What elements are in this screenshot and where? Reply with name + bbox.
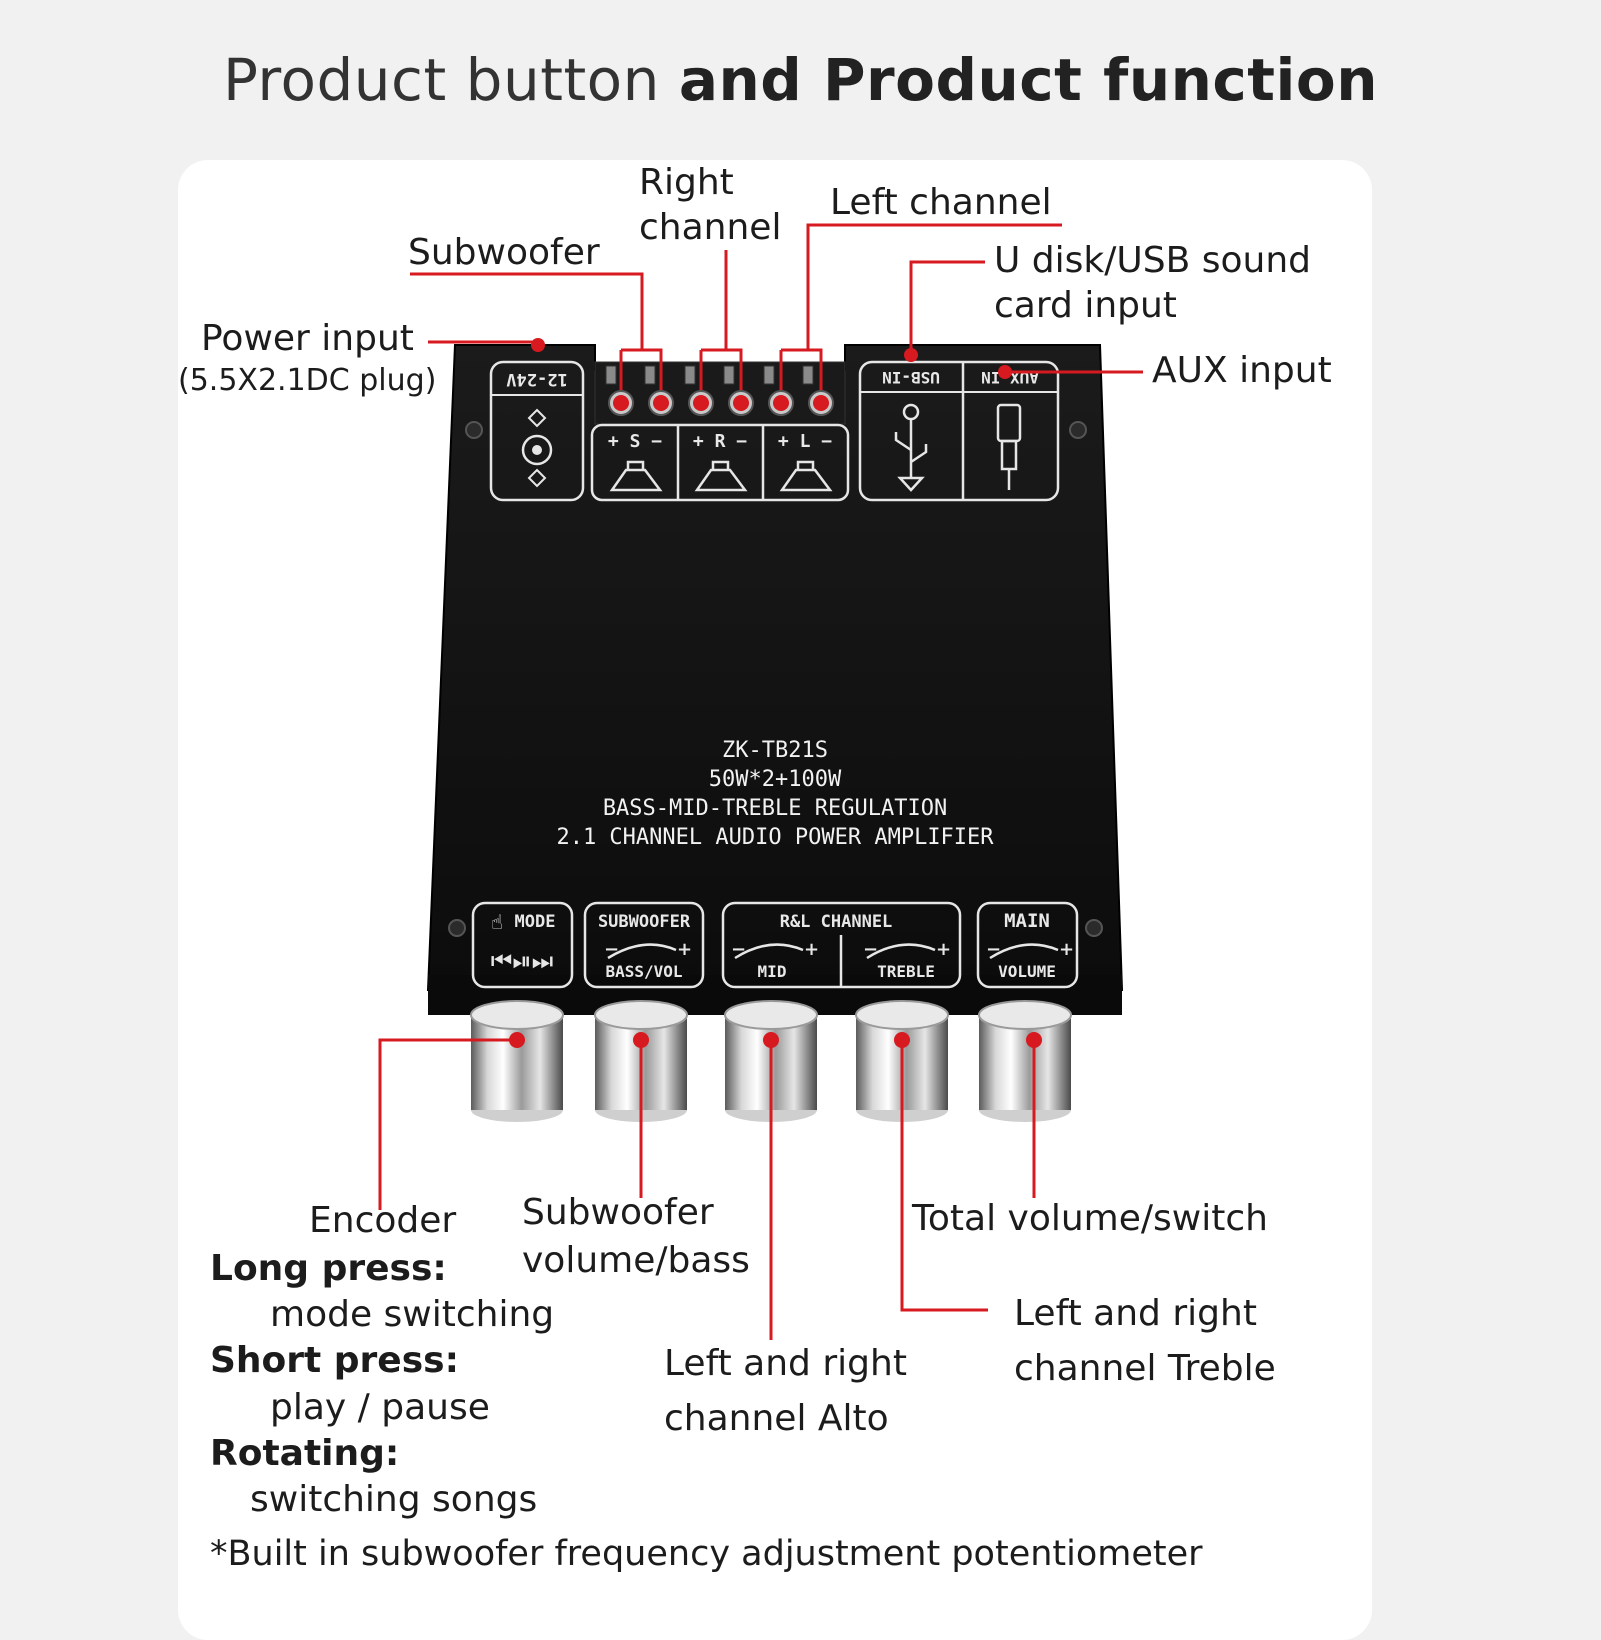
hand-icon: ☝: [491, 910, 503, 934]
rotate-arrow-icon: [989, 943, 1059, 960]
regulation-label: BASS-MID-TREBLE REGULATION: [603, 796, 947, 821]
screw-icon: [1069, 421, 1087, 439]
encoder-label: Encoder: [309, 1200, 457, 1241]
short-press-label: Short press:: [210, 1340, 459, 1381]
speaker-r-label: + R −: [693, 431, 747, 452]
minus-sign: −: [731, 939, 746, 960]
rotation-arrows: [607, 943, 1059, 960]
power-input-label: Power input: [201, 318, 414, 359]
screw-icon: [1085, 919, 1103, 937]
usb-port-label: USB-IN: [882, 368, 940, 387]
right-channel-label-line2: channel: [639, 207, 782, 248]
total-volume-label: Total volume/switch: [912, 1198, 1268, 1239]
volume-label: VOLUME: [998, 962, 1056, 981]
long-press-label: Long press:: [210, 1248, 447, 1289]
plus-sign: +: [1059, 939, 1074, 960]
model-label: ZK-TB21S: [722, 738, 828, 763]
amplifier-description-label: 2.1 CHANNEL AUDIO POWER AMPLIFIER: [556, 825, 994, 850]
usb-input-label-line1: U disk/USB sound: [994, 240, 1311, 281]
board-print: ZK-TB21S 50W*2+100W BASS-MID-TREBLE REGU…: [556, 738, 994, 850]
treble-label: TREBLE: [877, 962, 935, 981]
dc-jack-icon: [521, 434, 553, 466]
rotate-arrow-icon: [866, 943, 936, 960]
rotate-arrow-icon: [734, 943, 804, 960]
speaker-icon: [779, 460, 833, 492]
rotating-desc: switching songs: [250, 1479, 538, 1520]
speaker-s-label: + S −: [608, 431, 662, 452]
volume-knob: [978, 1000, 1072, 1122]
treble-label-line2: channel Treble: [1014, 1348, 1276, 1389]
power-plug-label: (5.5X2.1DC plug): [178, 363, 437, 398]
power-port-label: 12-24V: [506, 369, 567, 389]
polarity-icon: [527, 408, 547, 428]
title-bold-part: and Product function: [678, 46, 1379, 114]
rotating-label: Rotating:: [210, 1433, 400, 1474]
bass-vol-label: BASS/VOL: [605, 962, 682, 981]
screw-icon: [465, 421, 483, 439]
screw-icon: [448, 919, 466, 937]
mode-label: MODE: [515, 912, 556, 932]
speaker-l-label: + L −: [778, 431, 832, 452]
callout-dots: [509, 338, 1042, 1048]
alto-label-line2: channel Alto: [664, 1398, 889, 1439]
mid-label: MID: [758, 962, 787, 981]
page-title: Product button and Product function: [0, 46, 1601, 114]
main-label: MAIN: [1004, 910, 1050, 932]
usb-icon: [894, 403, 928, 492]
knob-panels: [471, 901, 1079, 989]
footnote: *Built in subwoofer frequency adjustment…: [210, 1534, 1203, 1574]
subwoofer-callout-label: Subwoofer: [408, 232, 600, 273]
amplifier-diagram: + S − + R − + L − 12-24V USB-IN AUX-IN: [378, 223, 1143, 1340]
title-light-part: Product button: [222, 46, 679, 114]
media-controls-icon: ⏮⏯⏭: [491, 947, 553, 975]
minus-sign: −: [986, 939, 1001, 960]
subwoofer-knob-label: SUBWOOFER: [598, 912, 691, 932]
power-jack-panel: 12-24V: [489, 360, 585, 502]
aux-jack-icon: [996, 403, 1022, 490]
rotate-arrow-icon: [607, 943, 677, 960]
speaker-icon: [694, 460, 748, 492]
aux-input-label: AUX input: [1152, 350, 1332, 391]
long-press-desc: mode switching: [270, 1294, 555, 1335]
plus-sign: +: [677, 939, 692, 960]
minus-sign: −: [604, 939, 619, 960]
right-channel-label-line1: Right: [639, 162, 734, 203]
speaker-terminal-block: + S − + R − + L −: [590, 361, 850, 502]
callout-lines: [378, 223, 1143, 1340]
rl-channel-label: R&L CHANNEL: [780, 912, 893, 932]
encoder-knob: [470, 1000, 564, 1122]
power-rating-label: 50W*2+100W: [709, 767, 842, 792]
plus-sign: +: [936, 939, 951, 960]
treble-label-line1: Left and right: [1014, 1293, 1257, 1334]
left-channel-label: Left channel: [830, 182, 1052, 223]
subwoofer-knob-label-line2: volume/bass: [522, 1240, 750, 1281]
alto-label-line1: Left and right: [664, 1343, 907, 1384]
subwoofer-knob-label-line1: Subwoofer: [522, 1192, 714, 1233]
speaker-icon: [609, 460, 663, 492]
plus-sign: +: [804, 939, 819, 960]
short-press-desc: play / pause: [270, 1387, 490, 1428]
minus-sign: −: [863, 939, 878, 960]
usb-input-label-line2: card input: [994, 285, 1177, 326]
